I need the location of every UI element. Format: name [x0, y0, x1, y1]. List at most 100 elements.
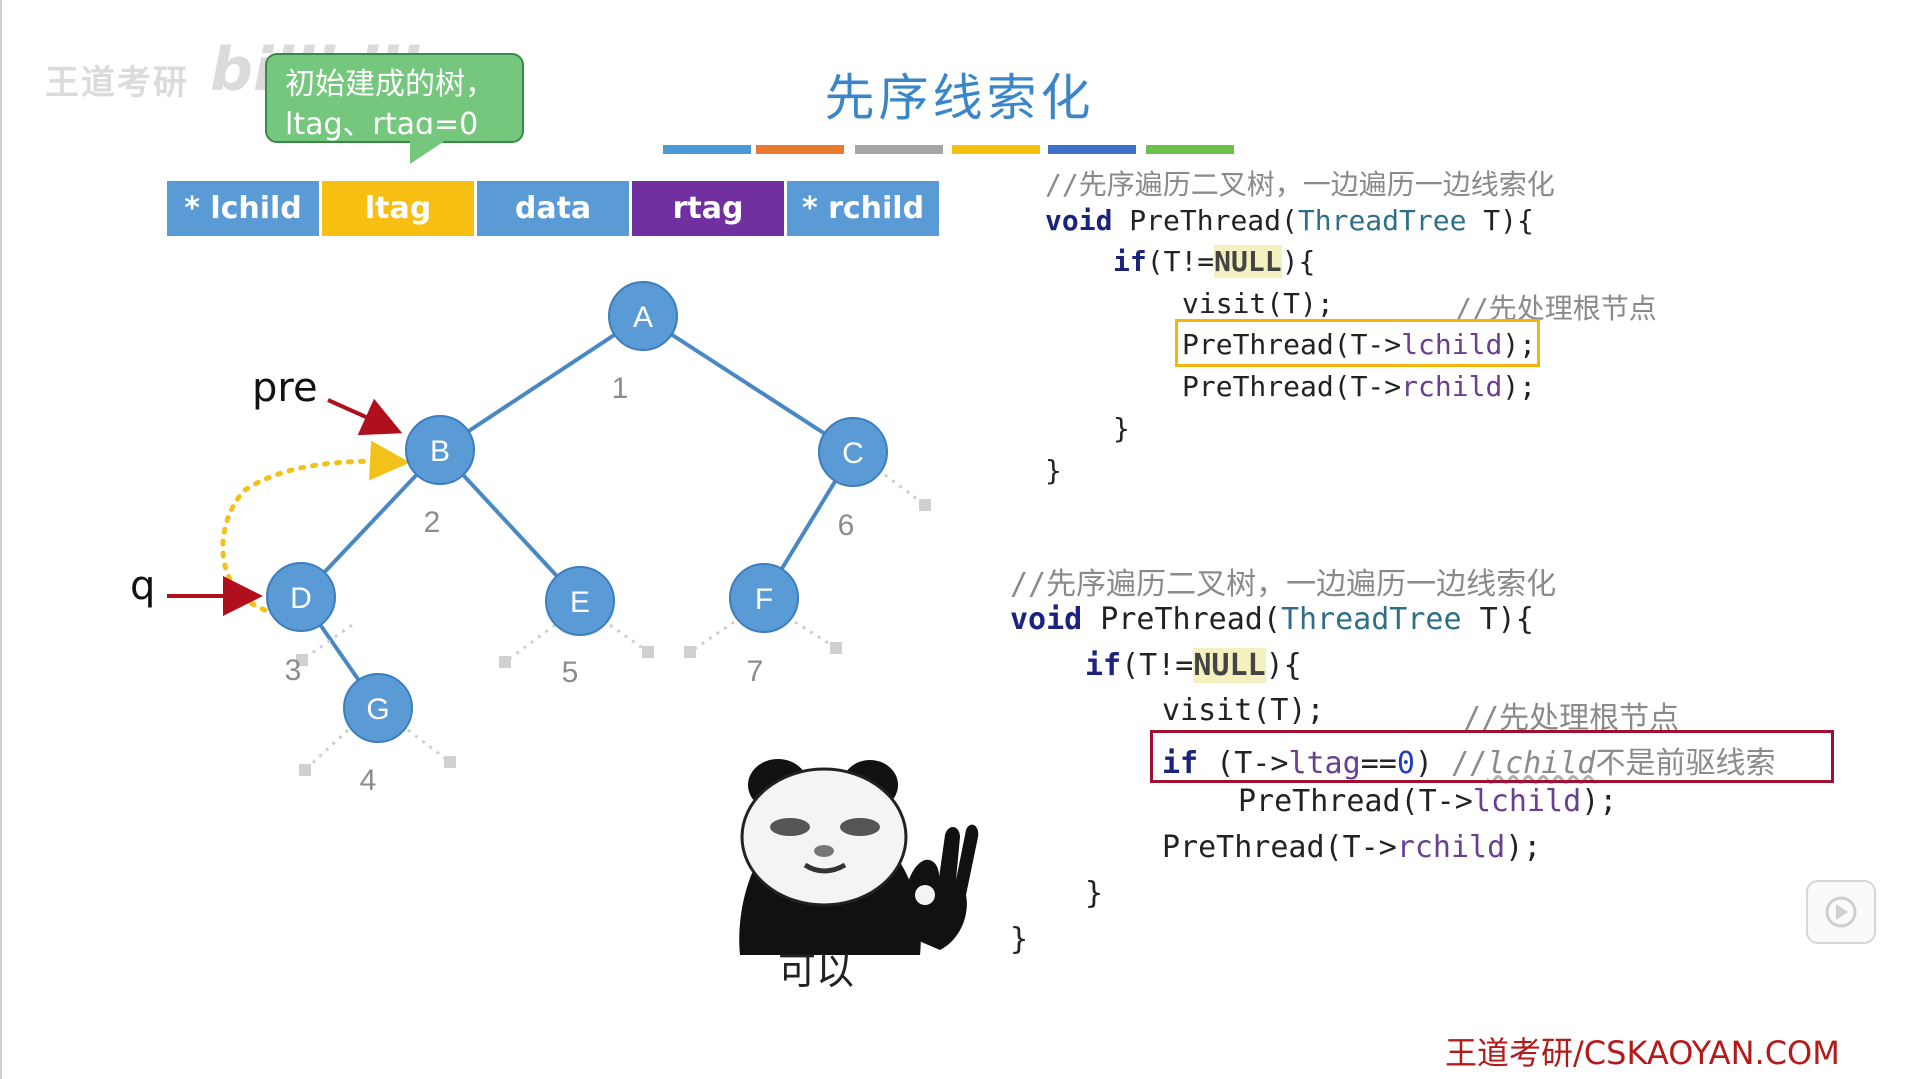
code2-ltag-condition: if (T->ltag==0) //lchild不是前驱线索	[1162, 738, 1776, 782]
null-child-stub	[303, 728, 350, 772]
code1-call-r-post: );	[1502, 370, 1537, 403]
struct-cell-rtag: rtag	[632, 181, 784, 236]
pre-pointer-arrow	[327, 398, 403, 436]
code2-cond-comment-post: 不是前驱线索	[1595, 746, 1776, 781]
null-child-marker	[684, 646, 696, 658]
visit-order-label: 3	[285, 654, 302, 687]
null-child-stub	[794, 620, 837, 650]
visit-order-label: 4	[360, 764, 377, 797]
code2-cond-close: )	[1414, 746, 1451, 781]
code2-signature: void PreThread(ThreadTree T){	[1010, 602, 1534, 637]
struct-cell-rchild: * rchild	[787, 181, 939, 236]
code2-cond-comment-pre: //	[1451, 746, 1488, 781]
code2-call-l-pre: PreThread(T->	[1238, 784, 1473, 819]
struct-cell-lchild: * lchild	[167, 181, 319, 236]
tree-edge-a-c	[641, 314, 855, 454]
code1-call-lchild: PreThread(T->lchild);	[1182, 328, 1536, 361]
meme-caption: 可以	[778, 949, 855, 993]
code2-close-outer: }	[1010, 922, 1029, 957]
pre-pointer-label: pre	[252, 365, 318, 411]
panda-meme-image	[739, 759, 979, 955]
visit-order-label: 6	[838, 509, 855, 542]
video-play-button[interactable]	[1806, 880, 1876, 944]
tree-node-c	[818, 417, 888, 487]
code1-sig-type: ThreadTree	[1297, 204, 1467, 237]
code1-close-inner: }	[1113, 412, 1130, 445]
null-child-marker	[830, 642, 842, 654]
code1-sig-rest: T){	[1466, 204, 1534, 237]
code2-cond-field: ltag	[1288, 746, 1361, 781]
title-color-bar-3	[855, 145, 943, 154]
code2-call-rchild: PreThread(T->rchild);	[1162, 830, 1541, 865]
tree-node-a	[608, 281, 678, 351]
title-color-bar-1	[663, 145, 751, 154]
null-child-stub	[301, 623, 353, 662]
code2-null-kw: NULL	[1193, 648, 1266, 683]
code2-call-lchild: PreThread(T->lchild);	[1238, 784, 1617, 819]
code1-sig-kw: void	[1045, 204, 1113, 237]
tree-node-label: C	[842, 437, 864, 470]
code-block-top: //先序遍历二叉树，一边遍历一边线索化 void PreThread(Threa…	[0, 0, 1919, 487]
code1-sig-fn: PreThread(	[1112, 204, 1298, 237]
title-color-bar-6	[1146, 145, 1234, 154]
code1-visit: visit(T);	[1182, 287, 1334, 320]
panda-nose	[814, 845, 834, 857]
code2-call-r-post: );	[1505, 830, 1542, 865]
code1-if-close: ){	[1281, 245, 1316, 278]
code1-call-l-post: );	[1502, 328, 1537, 361]
code2-call-r-field: rchild	[1396, 830, 1506, 865]
visit-order-label: 5	[562, 656, 579, 689]
panda-left-eye	[770, 818, 810, 836]
tree-node-label: G	[366, 693, 389, 726]
code2-if-close: ){	[1265, 648, 1302, 683]
q-pointer-label: q	[130, 563, 156, 609]
tree-node-label: B	[430, 435, 450, 468]
tree-node-e	[545, 566, 615, 636]
tree-node-g	[343, 673, 413, 743]
page-left-edge	[0, 0, 2, 1079]
speech-bubble: 初始建成的树， ltag、rtag=0	[265, 53, 524, 143]
code1-if-kw: if	[1113, 245, 1147, 278]
code2-sig-rest: T){	[1461, 602, 1534, 637]
title-color-bar-2	[756, 145, 844, 154]
highlight-box-red	[1150, 730, 1834, 783]
code2-if-open: (T!=	[1121, 648, 1194, 683]
tree-node-label: D	[290, 582, 312, 615]
title-color-bar-5	[1048, 145, 1136, 154]
tree-node-f	[729, 563, 799, 633]
code2-if-line: if(T!=NULL){	[1085, 648, 1302, 683]
null-child-marker	[296, 654, 308, 666]
code2-call-l-field: lchild	[1472, 784, 1582, 819]
code1-if-line: if(T!=NULL){	[1113, 245, 1315, 278]
code2-if-kw: if	[1085, 648, 1122, 683]
watermark-text: 王道考研	[45, 63, 189, 103]
title-color-bar-4	[952, 145, 1040, 154]
code1-call-rchild: PreThread(T->rchild);	[1182, 370, 1536, 403]
code1-signature: void PreThread(ThreadTree T){	[1045, 204, 1534, 237]
code2-visit: visit(T);	[1162, 693, 1325, 728]
null-child-marker	[444, 756, 456, 768]
tree-node-label: A	[633, 301, 653, 334]
code2-call-l-post: );	[1581, 784, 1618, 819]
slide-title: 先序线索化	[824, 69, 1095, 127]
tree-node-label: F	[755, 583, 773, 616]
code1-if-open: (T!=	[1146, 245, 1215, 278]
code1-close-outer: }	[1045, 454, 1062, 487]
code2-close-inner: }	[1085, 876, 1104, 911]
code2-cond-comment-field: lchild	[1487, 746, 1596, 781]
null-child-marker	[499, 656, 511, 668]
panda-face	[740, 767, 908, 907]
code2-call-r-pre: PreThread(T->	[1162, 830, 1397, 865]
bubble-line-1: 初始建成的树，	[285, 67, 495, 102]
null-child-marker	[299, 764, 311, 776]
code1-null-kw: NULL	[1214, 245, 1282, 278]
struct-cell-data: data	[477, 181, 629, 236]
play-icon	[1825, 896, 1857, 928]
code2-cond-pre: (T->	[1198, 746, 1289, 781]
code1-call-r-pre: PreThread(T->	[1182, 370, 1402, 403]
code2-sig-type: ThreadTree	[1280, 602, 1462, 637]
code2-comment: //先序遍历二叉树，一边遍历一边线索化	[1010, 567, 1557, 602]
code1-call-r-field: rchild	[1401, 370, 1503, 403]
code2-cond-num: 0	[1396, 746, 1415, 781]
